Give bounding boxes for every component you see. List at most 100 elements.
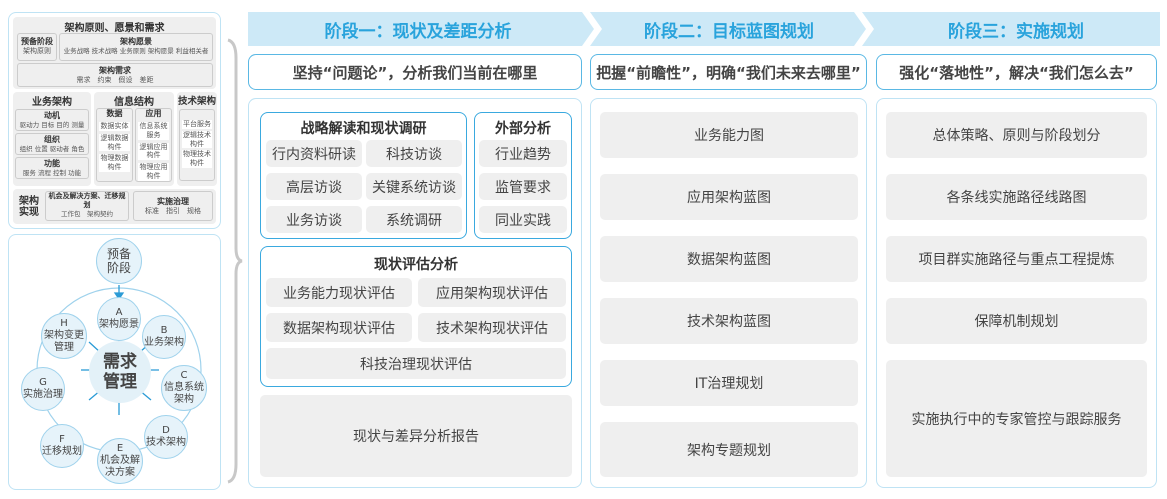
stage-2-header: 阶段二：目标蓝图规划 — [644, 21, 814, 42]
phase-label: 架构变更管理 — [44, 330, 84, 353]
phase-label: 实施治理 — [23, 389, 63, 400]
biz-group: 动机驱动力 目标 目的 测量 — [15, 109, 89, 131]
opp-items: 工作包 架构契约 — [61, 209, 113, 218]
principles-title: 架构原则、愿景和需求 — [64, 23, 165, 34]
prelim-title: 预备阶段 — [21, 37, 53, 46]
center-label: 需求管理 — [103, 351, 137, 392]
phase-letter: E — [116, 443, 124, 454]
plan-item: 保障机制规划 — [886, 298, 1147, 344]
app-title: 应用 — [145, 109, 162, 118]
opportunity-box: 机会及解决方案、迁移规划工作包 架构契约 — [45, 191, 129, 221]
opp-title: 机会及解决方案、迁移规划 — [48, 192, 126, 209]
blueprint-item: 业务能力图 — [600, 112, 858, 158]
prelim-phase-node[interactable]: 预备阶段 — [96, 238, 142, 284]
data-item: 数据实体 — [99, 122, 130, 131]
app-item: 信息系统服务 — [138, 122, 169, 140]
prelim-label: 预备阶段 — [106, 246, 131, 275]
external-title: 外部分析 — [495, 121, 551, 137]
implementation-section: 架构实现 机会及解决方案、迁移规划工作包 架构契约 实施治理标准 指引 规格 — [13, 189, 216, 224]
tech-item: 平台服务 — [182, 120, 212, 129]
research-title: 战略解读和现状调研 — [300, 121, 427, 137]
biz-group: 组织组织 位置 驱动者 角色 — [15, 133, 89, 155]
stage-3-subtitle: 强化“落地性”，解决“我们怎么去” — [876, 54, 1157, 90]
biz-title: 业务架构 — [32, 96, 72, 108]
app-column: 应用 信息系统服务 逻辑应用构件 物理应用构件 — [135, 108, 172, 182]
assessment-item: 数据架构现状评估 — [266, 313, 412, 342]
stage-2-subtitle: 把握“前瞻性”，明确“我们未来去哪里” — [590, 54, 867, 90]
phase-letter: H — [60, 318, 68, 329]
req-items: 需求 约束 假设 差距 — [76, 76, 154, 84]
tech-arch-section: 技术架构 平台服务 逻辑技术构件 物理技术构件 — [177, 92, 217, 186]
tech-item: 物理技术构件 — [182, 150, 212, 168]
external-item: 监管要求 — [479, 173, 567, 200]
stage-1-subtitle: 坚持“问题论”，分析我们当前在哪里 — [248, 54, 582, 90]
tech-item: 逻辑技术构件 — [182, 130, 212, 149]
app-item: 物理应用构件 — [138, 163, 169, 181]
assessment-title: 现状评估分析 — [374, 257, 458, 273]
requirements-box: 架构需求需求 约束 假设 差距 — [17, 63, 213, 87]
phase-letter: F — [59, 434, 65, 445]
assessment-item: 技术架构现状评估 — [418, 313, 566, 342]
vision-box: 架构愿景业务战略 技术战略 业务原则 架构愿景 利益相关者 — [59, 33, 213, 61]
research-item: 业务访谈 — [266, 206, 362, 233]
research-item: 行内资料研读 — [266, 140, 362, 167]
phase-label: 技术架构 — [146, 437, 186, 448]
blueprint-item: 架构专题规划 — [600, 422, 858, 477]
group-items: 驱动力 目标 目的 测量 — [19, 121, 85, 129]
governance-box: 实施治理标准 指引 规格 — [133, 191, 213, 221]
plan-item: 各条线实施路径线路图 — [886, 174, 1147, 220]
phase-letter: B — [160, 325, 168, 336]
phase-label: 信息系统架构 — [164, 382, 204, 405]
req-title: 架构需求 — [99, 66, 131, 75]
assessment-box: 现状评估分析 — [260, 246, 572, 387]
assessment-item: 应用架构现状评估 — [418, 278, 566, 307]
phase-label: 迁移规划 — [42, 446, 82, 457]
phase-label: 架构愿景 — [99, 319, 139, 330]
principles-section: 架构原则、愿景和需求 预备阶段架构原则 架构愿景业务战略 技术战略 业务原则 架… — [13, 17, 216, 89]
research-item: 系统调研 — [366, 206, 462, 233]
gap-analysis-report: 现状与差异分析报告 — [260, 395, 572, 477]
gov-items: 标准 指引 规格 — [145, 207, 201, 215]
phase-letter: C — [180, 370, 188, 381]
requirements-management-node[interactable]: 需求管理 — [89, 341, 151, 403]
blueprint-item: 技术架构蓝图 — [600, 298, 858, 344]
phase-letter: D — [162, 425, 170, 436]
bracket — [227, 38, 243, 484]
phase-letter: G — [39, 377, 47, 388]
impl-title: 架构实现 — [19, 196, 39, 218]
external-box: 外部分析 — [474, 112, 572, 239]
group-items: 服务 流程 控制 功能 — [22, 169, 82, 177]
vision-title: 架构愿景 — [120, 37, 152, 46]
blueprint-item: 数据架构蓝图 — [600, 236, 858, 282]
group-title: 组织 — [44, 135, 60, 144]
vision-items: 业务战略 技术战略 业务原则 架构愿景 利益相关者 — [63, 47, 209, 55]
assessment-item: 科技治理现状评估 — [266, 348, 566, 379]
data-column: 数据 数据实体 逻辑数据构件 物理数据构件 — [96, 108, 133, 182]
blueprint-item: 应用架构蓝图 — [600, 174, 858, 220]
info-arch-section: 信息结构 数据 数据实体 逻辑数据构件 物理数据构件 应用 信息系统服务 逻辑应… — [94, 92, 174, 186]
app-item: 逻辑应用构件 — [138, 142, 169, 160]
external-item: 同业实践 — [479, 206, 567, 233]
plan-item: 项目群实施路径与重点工程提炼 — [886, 236, 1147, 282]
data-title: 数据 — [106, 109, 123, 118]
phase-label: 业务架构 — [144, 337, 184, 348]
phase-label: 机会及解决方案 — [100, 455, 140, 478]
stage-header-band — [248, 12, 1160, 46]
phase-letter: A — [115, 307, 123, 318]
research-item: 高层访谈 — [266, 173, 362, 200]
gov-title: 实施治理 — [157, 197, 189, 206]
prelim-items: 架构原则 — [23, 47, 51, 55]
research-item: 科技访谈 — [366, 140, 462, 167]
stage-1-header: 阶段一：现状及差距分析 — [324, 21, 512, 42]
group-title: 动机 — [44, 111, 60, 120]
data-item: 逻辑数据构件 — [99, 133, 130, 152]
